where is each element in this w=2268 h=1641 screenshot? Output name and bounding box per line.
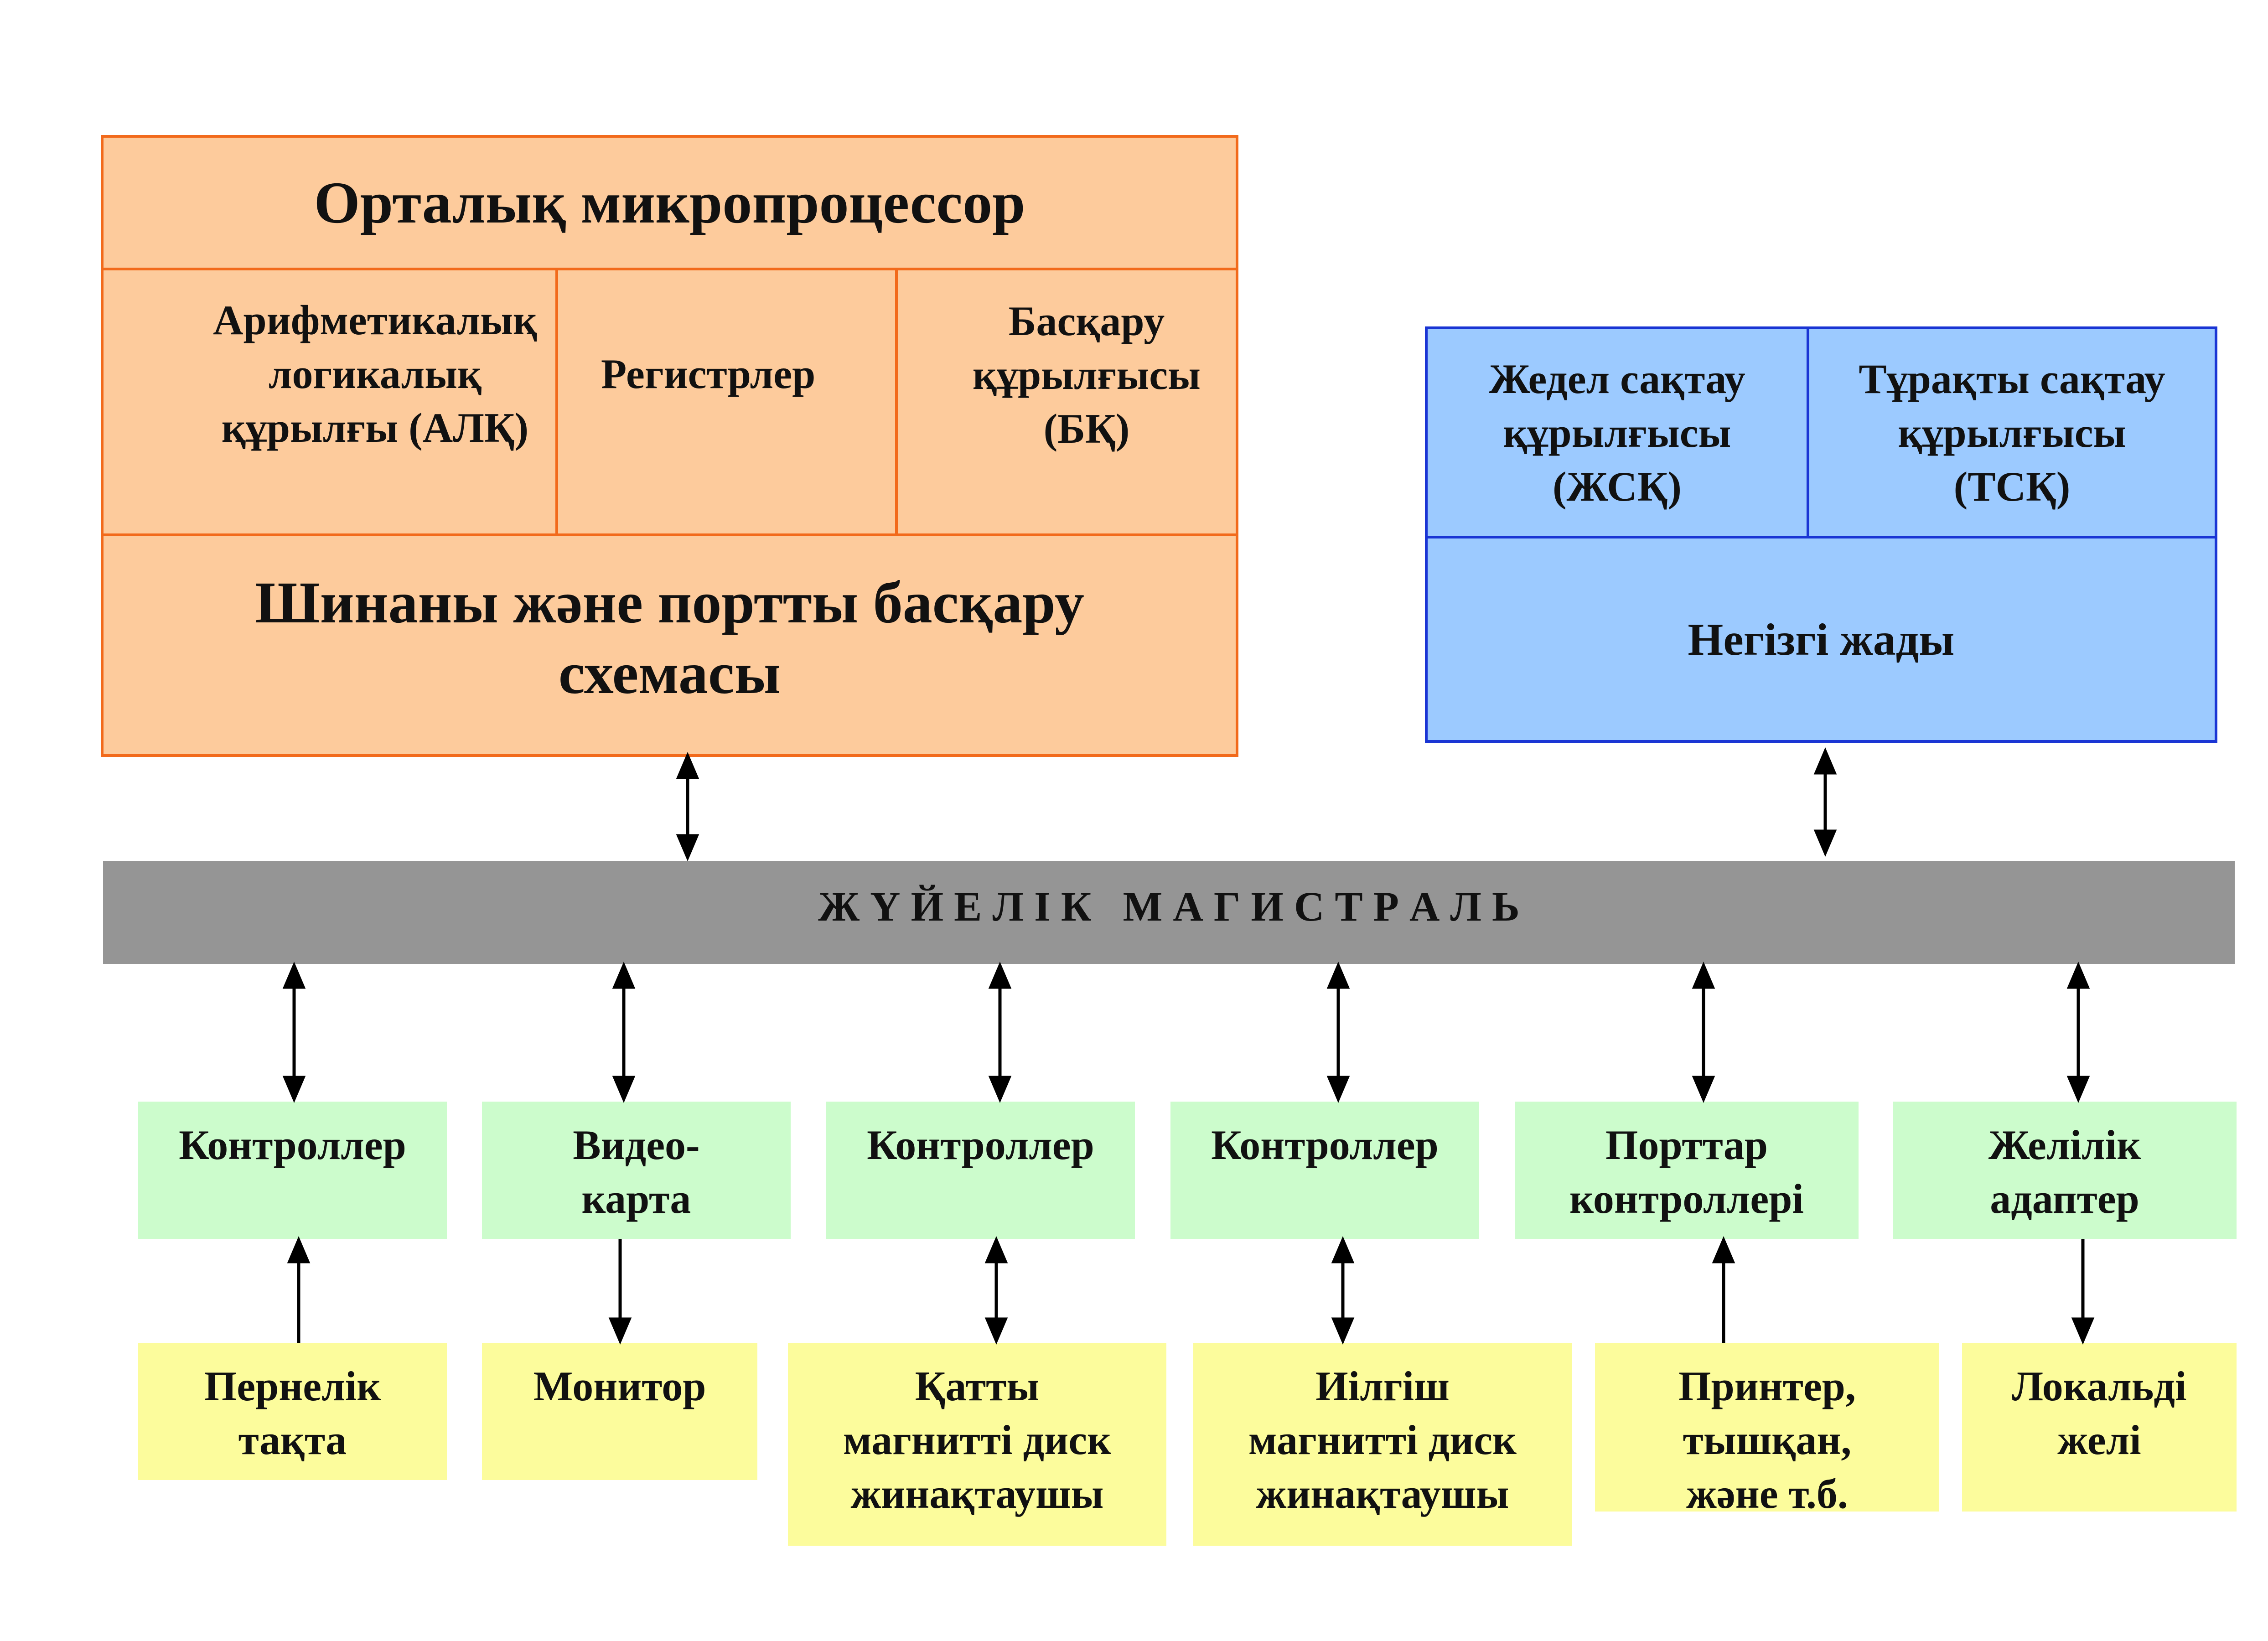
printer-mouse-device: Принтер, тышқан, және т.б. xyxy=(1595,1343,1939,1512)
printer-mouse-label: Принтер, тышқан, және т.б. xyxy=(1678,1363,1856,1512)
hdd-controller-disk-arrow xyxy=(984,1236,1008,1345)
control-unit-label: Басқару құрылғысы (БҚ) xyxy=(973,298,1201,452)
local-network-device: Локальді желі xyxy=(1962,1343,2237,1512)
video-card-label: Видео- карта xyxy=(573,1122,700,1222)
main-memory-label: Негізгі жады xyxy=(1688,614,1955,665)
bus-port-controllers-arrow xyxy=(1692,962,1715,1103)
rom-cell xyxy=(1807,326,2217,538)
video-card-to-monitor-arrow xyxy=(608,1239,632,1345)
printer-to-port-controllers-arrow xyxy=(1712,1236,1735,1343)
port-controllers: Порттар контроллері xyxy=(1515,1102,1859,1239)
bus-video-card-arrow xyxy=(612,962,636,1103)
local-network-label: Локальді желі xyxy=(2012,1363,2187,1463)
fdd-controller: Контроллер xyxy=(1170,1102,1479,1239)
alu-label: Арифметикалық логикалық құрылғы (АЛҚ) xyxy=(213,296,537,451)
network-adapter: Желілік адаптер xyxy=(1893,1102,2237,1239)
network-adapter-label: Желілік адаптер xyxy=(1988,1122,2141,1222)
hdd-controller-label: Контроллер xyxy=(867,1122,1094,1168)
fdd-controller-disk-arrow xyxy=(1331,1236,1355,1345)
keyboard-controller-label: Контроллер xyxy=(179,1122,406,1168)
hdd-controller: Контроллер xyxy=(826,1102,1135,1239)
registers-label: Регистрлер xyxy=(601,350,816,397)
floppy-disk-label: Иілгіш магнитті диск жинақтаушы xyxy=(1248,1363,1517,1517)
video-card: Видео- карта xyxy=(482,1102,791,1239)
keyboard-device: Пернелік тақта xyxy=(138,1343,447,1480)
bus-network-adapter-arrow xyxy=(2066,962,2090,1103)
hard-disk-label: Қатты магнитті диск жинақтаушы xyxy=(843,1363,1112,1517)
main-memory-cell xyxy=(1425,536,2217,743)
port-controllers-label: Порттар контроллері xyxy=(1569,1122,1804,1222)
bus-keyboard-controller-arrow xyxy=(282,962,306,1103)
cpu-title-cell xyxy=(101,135,1238,270)
keyboard-to-controller-arrow xyxy=(287,1236,311,1343)
cpu-title: Орталық микропроцессор xyxy=(314,170,1025,236)
memory-bus-arrow xyxy=(1813,747,1837,857)
network-adapter-to-lan-arrow xyxy=(2071,1239,2095,1345)
system-bus-label: Ж Ү Й Е Л І К М А Г И С Т Р А Л Ь xyxy=(818,883,1520,930)
monitor-device: Монитор xyxy=(482,1343,757,1480)
system-bus xyxy=(103,861,2235,964)
bus-hdd-controller-arrow xyxy=(988,962,1012,1103)
keyboard-label: Пернелік тақта xyxy=(204,1363,381,1463)
rom-label: Тұрақты сақтау құрылғысы (ТСҚ) xyxy=(1859,355,2165,510)
floppy-disk-device: Иілгіш магнитті диск жинақтаушы xyxy=(1193,1343,1572,1546)
monitor-label: Монитор xyxy=(533,1363,706,1409)
bus-port-control-cell xyxy=(101,533,1238,757)
keyboard-controller: Контроллер xyxy=(138,1102,447,1239)
bus-fdd-controller-arrow xyxy=(1326,962,1350,1103)
bus-port-control-label: Шинаны және портты басқару схемасы xyxy=(255,570,1084,706)
ram-label: Жедел сақтау құрылғысы (ЖСҚ) xyxy=(1489,355,1745,510)
hard-disk-device: Қатты магнитті диск жинақтаушы xyxy=(788,1343,1166,1546)
cpu-bus-arrow xyxy=(676,752,699,861)
fdd-controller-label: Контроллер xyxy=(1211,1122,1439,1168)
